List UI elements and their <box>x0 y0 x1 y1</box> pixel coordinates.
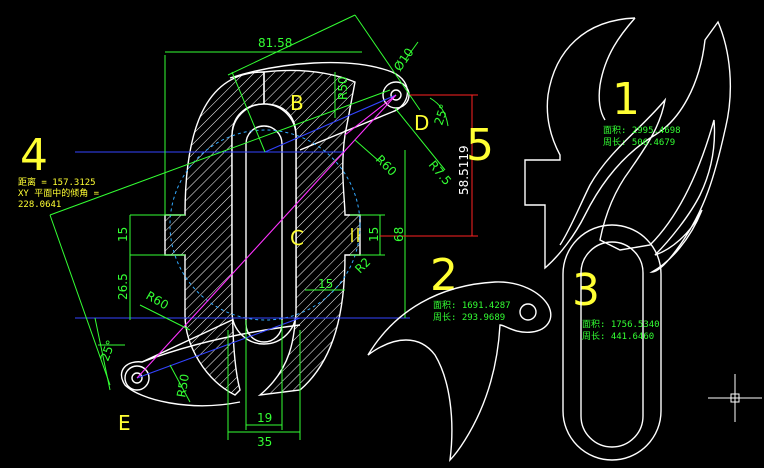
region-number-4: 4 <box>20 130 48 181</box>
magenta-diagonal <box>136 94 397 379</box>
region-number-5: 5 <box>466 120 494 171</box>
dim-35: 35 <box>257 435 272 449</box>
region2-area: 面积: 1691.4287 <box>433 299 511 311</box>
dim-15-bottom: 15 <box>318 277 333 291</box>
inner-slot <box>231 103 297 345</box>
dim-r7-5: R7.5 <box>426 158 454 188</box>
dim-r50-top: R50 <box>336 76 350 100</box>
dim-19: 19 <box>257 411 272 425</box>
inner-slot-small <box>245 125 283 343</box>
dim-15-right: 15 <box>367 227 381 242</box>
blue-line-4 <box>264 94 397 153</box>
dimension-lines <box>94 14 449 440</box>
green-long-line <box>49 89 391 216</box>
blue-line-3 <box>136 317 301 379</box>
region3-area: 面积: 1756.5340 <box>582 318 660 330</box>
green-left-line <box>49 214 111 386</box>
arm-hole <box>519 303 537 321</box>
region3-shape <box>562 224 662 461</box>
label-b: B <box>290 91 304 115</box>
circle-e-inner <box>131 372 143 384</box>
arm-outline <box>367 281 552 462</box>
magenta-short <box>344 94 397 136</box>
region2-perimeter: 周长: 293.9689 <box>433 311 505 323</box>
crosshair-cursor[interactable] <box>708 374 762 422</box>
region4-angle-value: 228.0641 <box>18 200 61 210</box>
region3-perimeter: 周长: 441.6460 <box>582 330 654 342</box>
dim-68: 68 <box>392 227 406 242</box>
dim-r60-mid: R60 <box>373 152 400 179</box>
circle-e <box>124 365 150 391</box>
hatched-body <box>164 69 361 396</box>
dim-26-5: 26.5 <box>116 273 130 300</box>
dim-25-left: 25° <box>98 338 118 363</box>
dim-25-top: 25° <box>432 102 452 127</box>
region1-perimeter: 周长: 506.4679 <box>603 136 675 148</box>
circle-d <box>382 81 410 109</box>
label-d: D <box>414 111 429 135</box>
slot-outer <box>562 224 662 461</box>
label-e: E <box>118 411 131 435</box>
hook-outline <box>524 17 732 273</box>
green-diagonal <box>231 71 266 153</box>
region4-info: 距离 = 157.3125 XY 平面中的倾角 = 228.0641 <box>18 176 100 210</box>
hatched-left-wall <box>164 71 265 396</box>
dim-r2: R2 <box>352 255 373 276</box>
region4-angle-label: XY 平面中的倾角 = <box>18 187 100 199</box>
label-c: C <box>290 226 304 250</box>
region-number-2: 2 <box>430 250 458 301</box>
hook-top-tip <box>598 17 636 121</box>
region-number-3: 3 <box>572 265 600 316</box>
region1-shape <box>524 17 732 273</box>
region-number-1: 1 <box>612 74 640 125</box>
region2-shape <box>367 281 552 462</box>
red-dimension <box>380 94 478 237</box>
dim-58-5119: 58.5119 <box>457 145 471 195</box>
dim-81-58: 81.58 <box>258 36 292 50</box>
region1-area: 面积: 2995.4698 <box>603 124 681 136</box>
main-part <box>49 61 410 407</box>
circle-d-inner <box>390 89 402 101</box>
slot-inner <box>580 241 644 448</box>
construction-circle <box>169 129 361 321</box>
dim-15-left: 15 <box>116 227 130 242</box>
top-arm <box>229 61 409 151</box>
bottom-arm <box>120 319 241 407</box>
region4-distance: 距离 = 157.3125 <box>18 176 96 188</box>
dim-r50-bottom: R50 <box>174 373 192 399</box>
